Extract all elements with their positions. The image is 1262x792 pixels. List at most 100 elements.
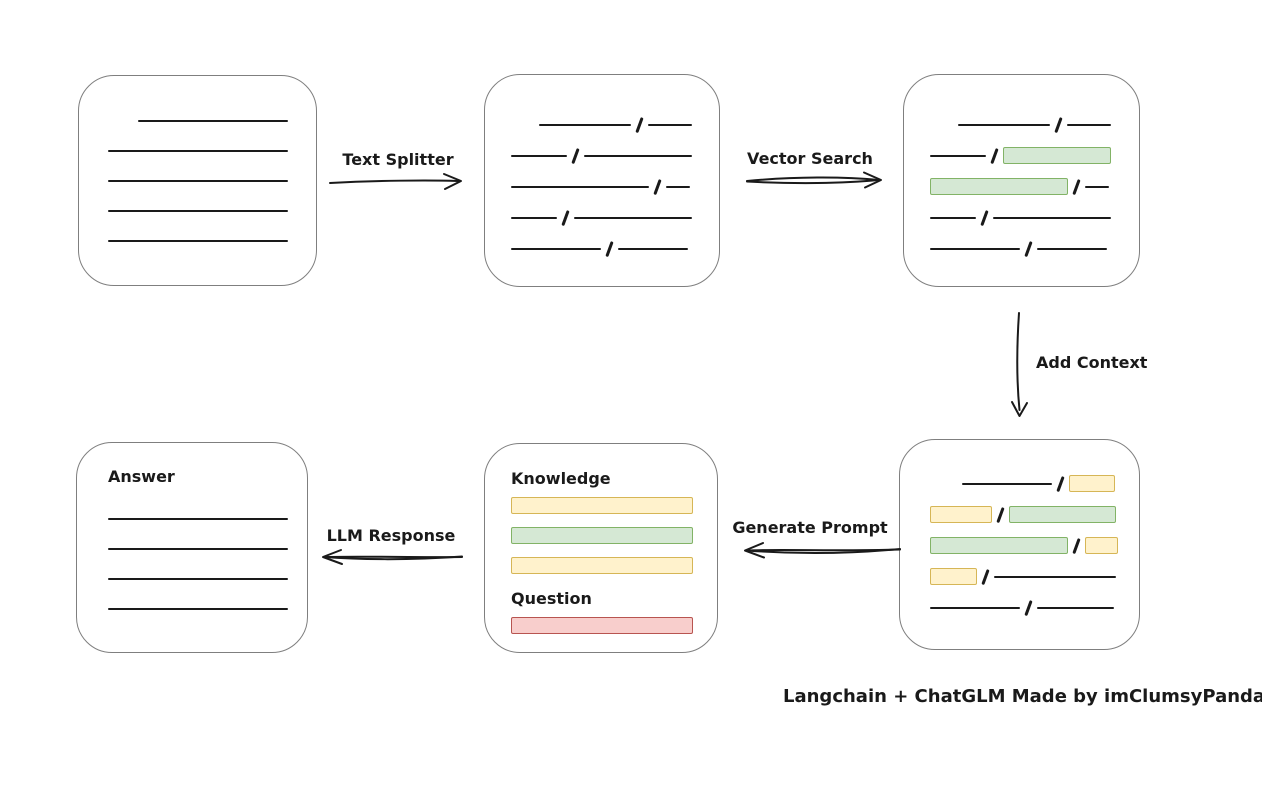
knowledge-bars (511, 490, 693, 580)
text-row (108, 564, 307, 594)
text-line (511, 154, 567, 157)
text-line (930, 216, 976, 219)
indent-spacer (930, 124, 958, 125)
answer-label: Answer (108, 467, 175, 486)
highlight-bar-green (1002, 147, 1111, 164)
retrieved-lines (904, 75, 1139, 264)
text-splitter-label: Text Splitter (342, 150, 454, 169)
slash-separator (635, 116, 644, 133)
text-line (108, 578, 288, 580)
prompt-content: Knowledge Question (485, 444, 717, 640)
text-line (511, 247, 601, 250)
highlight-bar-green (930, 537, 1068, 554)
slash-separator (1024, 240, 1033, 257)
highlight-bar-red (511, 616, 693, 634)
text-row (511, 202, 719, 233)
question-label: Question (511, 589, 592, 608)
llm-response-arrow-icon (322, 549, 463, 565)
text-row (108, 226, 316, 256)
text-line (962, 482, 1052, 485)
slash-separator (1024, 599, 1033, 616)
text-line (108, 548, 288, 550)
vector-search-arrow-icon (746, 171, 882, 189)
text-line (1084, 185, 1109, 188)
text-line (539, 123, 631, 126)
text-row (108, 504, 307, 534)
highlight-bar-green (930, 178, 1068, 195)
highlight-bar-yellow (930, 568, 977, 585)
text-line (583, 154, 692, 157)
text-row (930, 468, 1139, 499)
highlight-bar-yellow (1068, 475, 1115, 492)
retrieved-chunks-box (903, 74, 1140, 287)
highlight-bar-green (1008, 506, 1116, 523)
text-row (511, 171, 719, 202)
text-line (647, 123, 692, 126)
text-line (1066, 123, 1111, 126)
text-line (992, 216, 1111, 219)
generate-prompt-arrow-icon (744, 542, 901, 559)
text-row (108, 594, 307, 624)
knowledge-label: Knowledge (511, 469, 611, 488)
text-row (930, 499, 1139, 530)
slash-separator (980, 209, 989, 226)
highlight-bar-yellow (1084, 537, 1118, 554)
text-line (108, 608, 288, 610)
chunk-lines (485, 75, 719, 264)
question-bar (511, 610, 693, 640)
slash-separator (1056, 475, 1065, 492)
add-context-arrow-icon (1011, 312, 1028, 417)
text-line (1036, 247, 1107, 250)
text-line (108, 180, 288, 182)
answer-content: Answer (77, 443, 307, 624)
vector-search-label: Vector Search (747, 149, 873, 168)
indent-spacer (511, 124, 539, 125)
text-row (930, 202, 1139, 233)
highlight-bar-yellow (511, 496, 693, 514)
slash-separator (653, 178, 662, 195)
text-row (108, 534, 307, 564)
llm-response-label: LLM Response (326, 526, 456, 545)
text-row (930, 530, 1139, 561)
context-box (899, 439, 1140, 650)
text-row (108, 136, 316, 166)
text-line (138, 120, 288, 122)
text-row (930, 171, 1139, 202)
slash-separator (996, 506, 1005, 523)
text-line (617, 247, 688, 250)
text-row (511, 109, 719, 140)
slash-separator (1054, 116, 1063, 133)
slash-separator (571, 147, 580, 164)
document-lines (79, 76, 316, 256)
prompt-box: Knowledge Question (484, 443, 718, 653)
text-row (511, 490, 693, 520)
text-row (930, 140, 1139, 171)
source-document-box (78, 75, 317, 286)
slash-separator (1072, 178, 1081, 195)
text-line (930, 606, 1020, 609)
slash-separator (561, 209, 570, 226)
split-chunks-box (484, 74, 720, 287)
highlight-bar-green (511, 526, 693, 544)
text-row (511, 520, 693, 550)
answer-lines (108, 504, 307, 624)
text-row (511, 140, 719, 171)
text-line (1036, 606, 1114, 609)
text-line (665, 185, 690, 188)
slash-separator (990, 147, 999, 164)
slash-separator (981, 568, 990, 585)
answer-box: Answer (76, 442, 308, 653)
highlight-bar-yellow (511, 556, 693, 574)
text-line (930, 247, 1020, 250)
text-row (108, 166, 316, 196)
text-line (573, 216, 692, 219)
slash-separator (1072, 537, 1081, 554)
indent-spacer (930, 483, 962, 484)
text-line (511, 185, 649, 188)
context-lines (900, 440, 1139, 623)
highlight-bar-yellow (930, 506, 992, 523)
text-row (930, 109, 1139, 140)
text-row (511, 610, 693, 640)
text-row (108, 196, 316, 226)
